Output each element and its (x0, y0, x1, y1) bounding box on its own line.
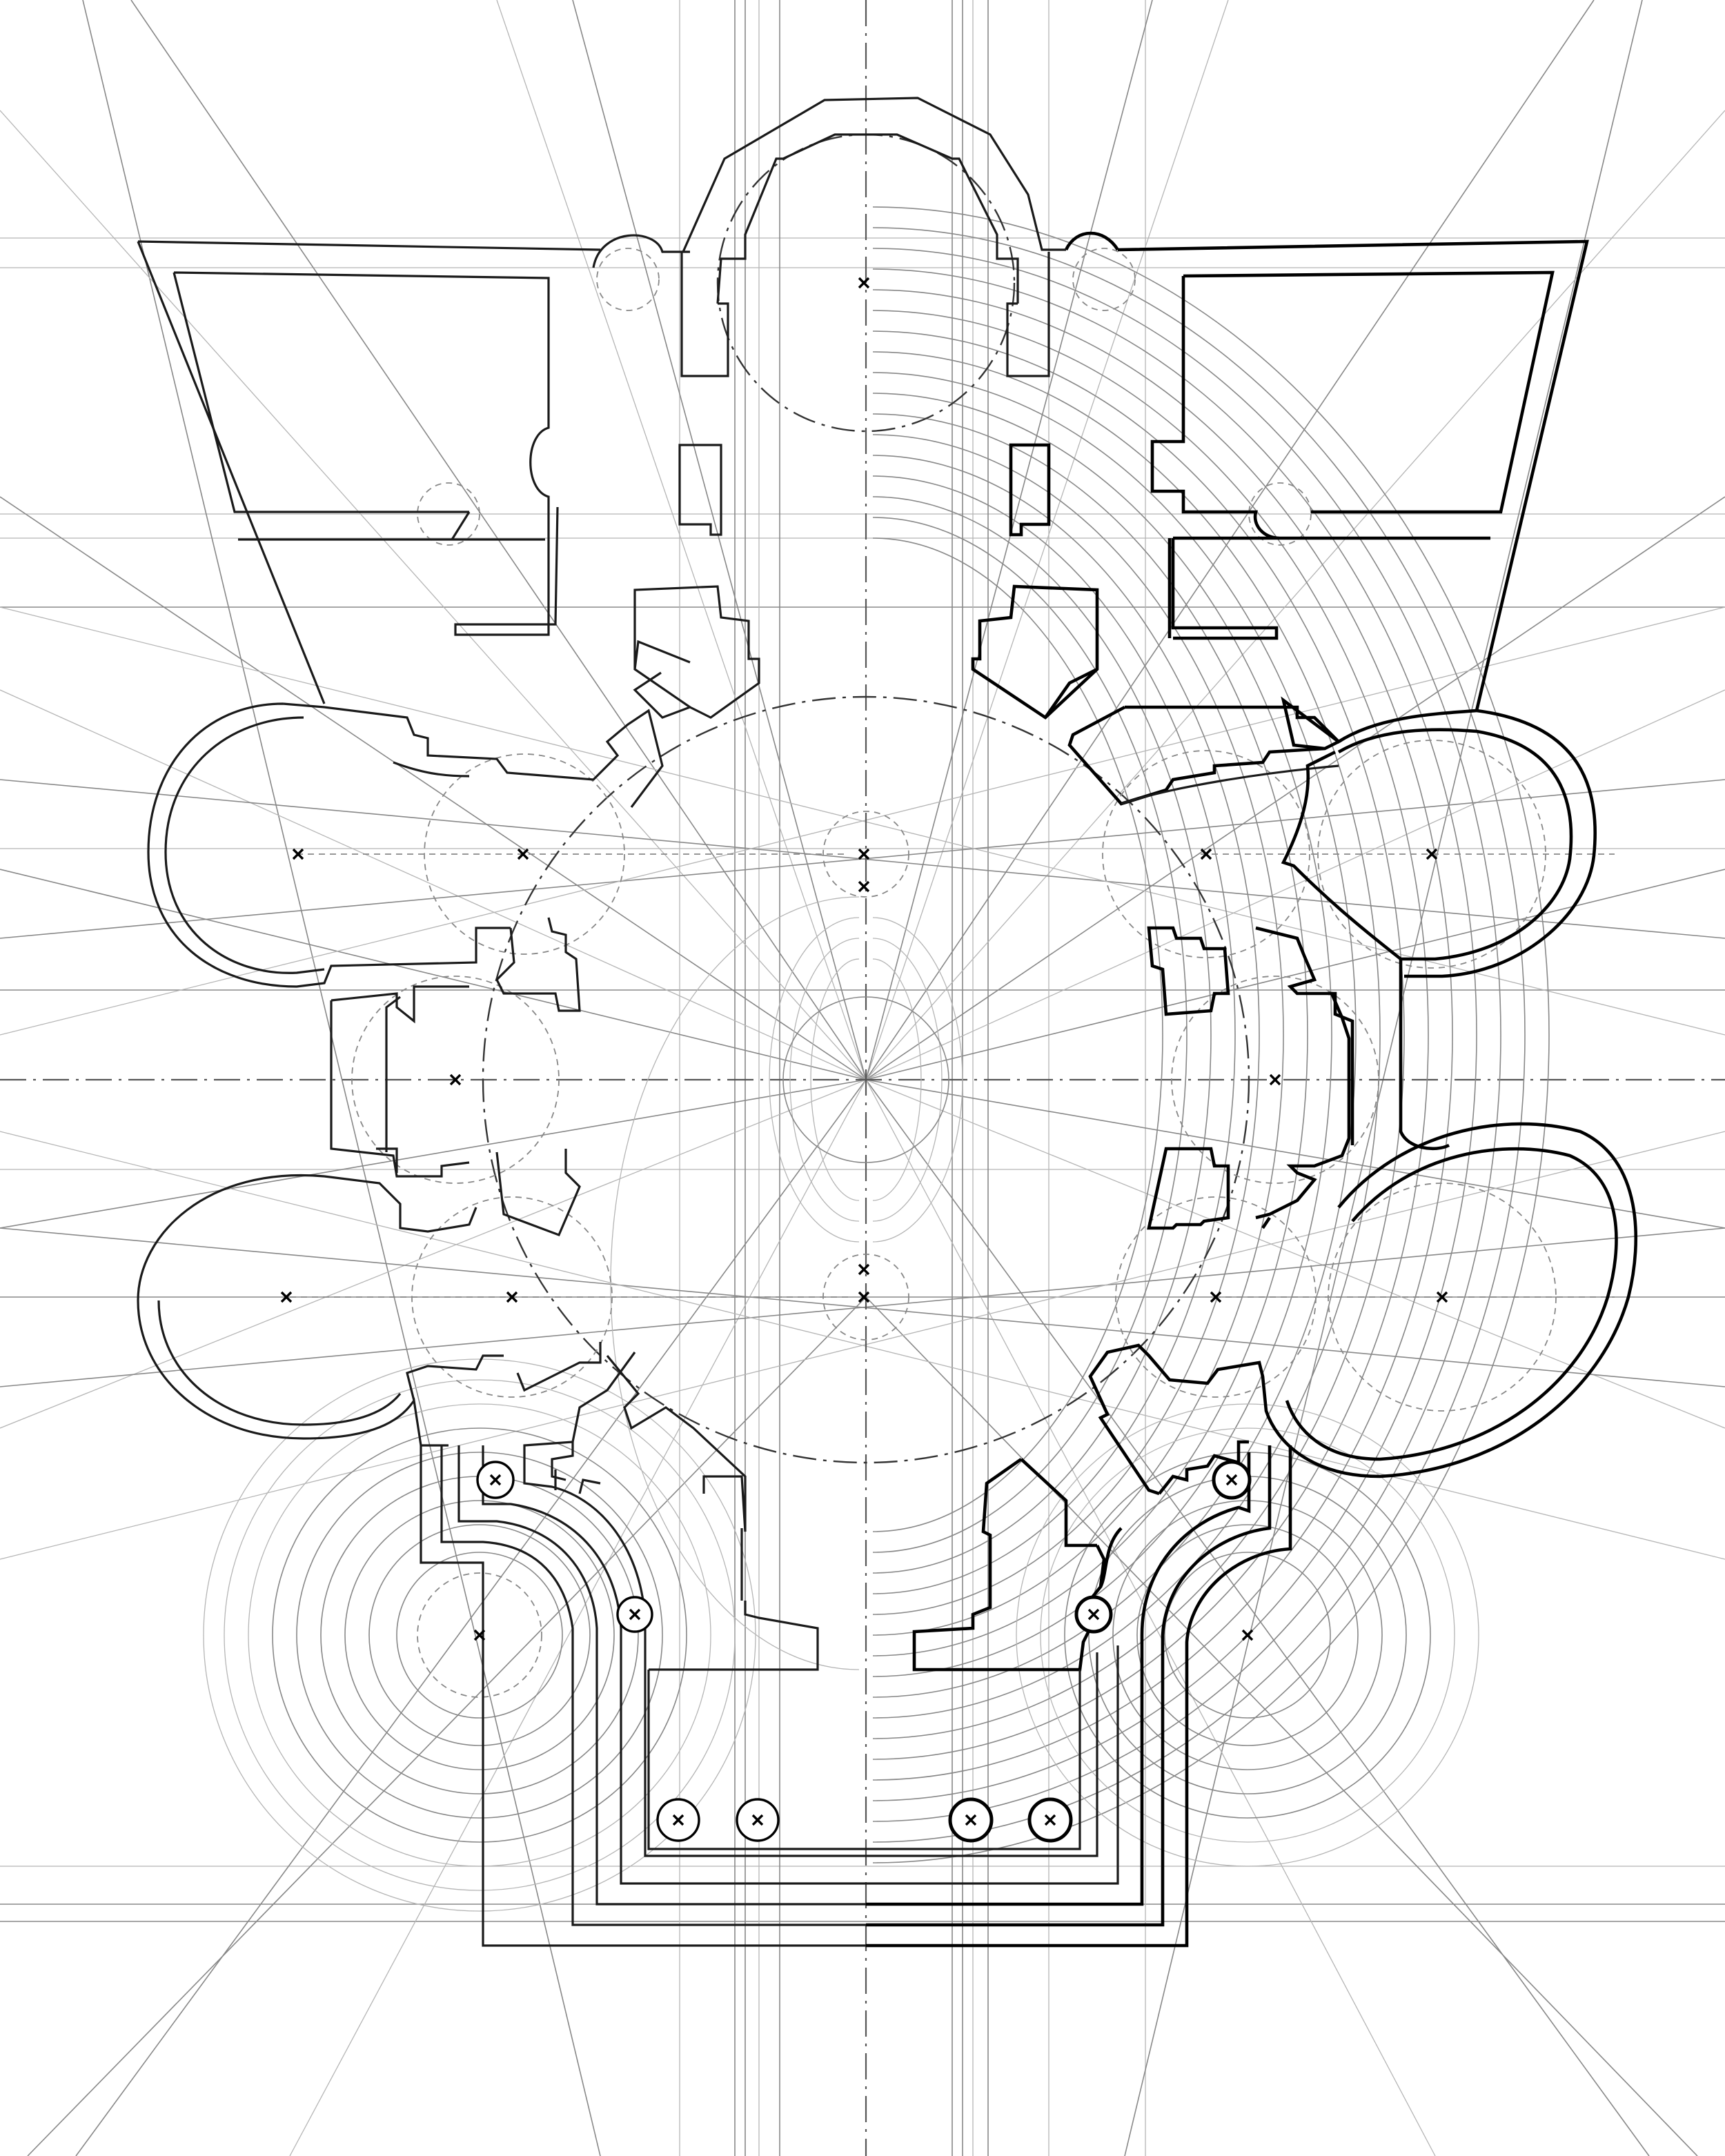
center-cross-icon (858, 1291, 870, 1303)
apse-right-pier (1006, 252, 1050, 377)
columns (476, 1460, 1252, 1843)
concentric-arc-family-right (872, 206, 1550, 1863)
center-cross-icon (1436, 1291, 1448, 1303)
center-cross-icon (858, 848, 870, 860)
apse-outer-wall (682, 97, 1066, 253)
right-lower-chapel (1088, 1122, 1638, 1496)
left-upper-room-outer (137, 234, 690, 704)
center-cross-icon (1087, 1608, 1100, 1621)
crossing-pier-lower-left (606, 1354, 747, 1532)
center-cross-icon (1426, 848, 1438, 860)
center-cross-icon (858, 880, 870, 893)
concentric-circles-bottom-left (203, 1358, 756, 1912)
center-cross-icon (965, 1814, 977, 1826)
left-lower-chapel (137, 1174, 477, 1447)
center-cross-icon (1241, 1629, 1254, 1641)
right-middle-chapel-east (1255, 926, 1351, 1220)
crossing-pier-upper-right (971, 584, 1099, 720)
concentric-arc-family-left (610, 896, 860, 1670)
dashed-construction-circles (351, 133, 1557, 1698)
right-upper-room-outer (1064, 231, 1589, 711)
right-middle-chapel-pier-lower (1147, 1147, 1230, 1230)
crossing-pier-upper-left (633, 585, 760, 719)
center-cross-icon (1269, 1074, 1281, 1086)
center-cross-icon (751, 1814, 764, 1826)
center-cross-icon (858, 1263, 870, 1276)
apse-inner-wall (716, 133, 1019, 304)
apse-left-pier (680, 252, 729, 377)
center-cross-icon (1200, 848, 1212, 860)
center-cross-icon (672, 1814, 684, 1826)
left-lower-chapel-pier (495, 1149, 602, 1392)
plan-walls (137, 97, 1638, 1948)
center-cross-icon (449, 1074, 462, 1086)
right-upper-chapel (1067, 696, 1597, 978)
lower-right-transept (866, 1445, 1292, 1948)
left-middle-chapel (330, 985, 470, 1178)
right-upper-room-inner (1150, 270, 1555, 640)
crossing-pier-lower-right (912, 1458, 1106, 1672)
left-upper-room-inner (172, 271, 559, 636)
left-upper-chapel (147, 702, 664, 988)
center-cross-icon (1225, 1474, 1238, 1486)
center-cross-icon (292, 848, 304, 860)
center-cross-icon (858, 277, 870, 289)
center-marks (280, 277, 1448, 1826)
center-cross-icon (517, 848, 529, 860)
upper-left-pier (678, 444, 722, 536)
upper-right-pier (1009, 443, 1051, 537)
center-cross-icon (280, 1291, 293, 1303)
center-cross-icon (1210, 1291, 1222, 1303)
right-middle-chapel-pier-upper (1147, 926, 1230, 1016)
left-upper-chapel-pier (495, 917, 581, 1012)
center-cross-icon (629, 1608, 641, 1621)
lower-left-transept (420, 1445, 866, 1947)
center-cross-icon (506, 1291, 518, 1303)
center-cross-icon (1044, 1814, 1056, 1826)
center-cross-icon (473, 1629, 486, 1641)
center-cross-icon (489, 1474, 502, 1486)
